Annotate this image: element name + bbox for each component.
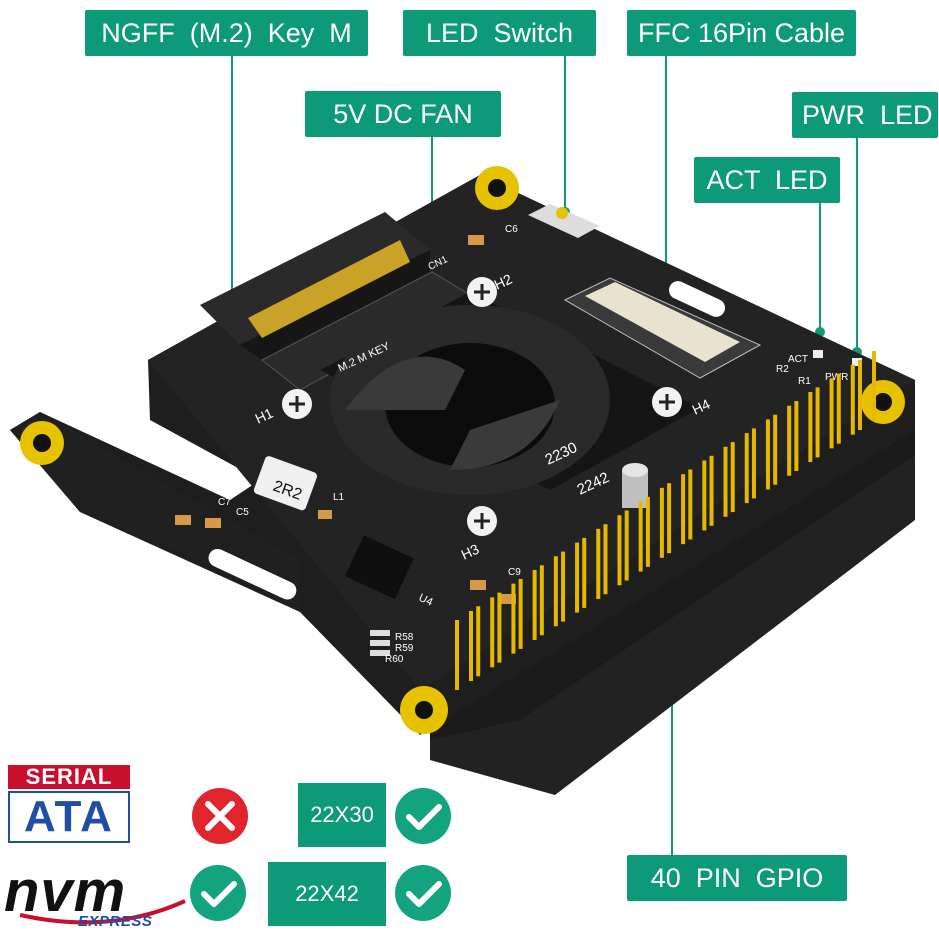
gpio-pin xyxy=(815,387,820,458)
m2-connector xyxy=(200,212,430,360)
nvm-swoosh xyxy=(19,899,186,925)
silk-c7: C7 xyxy=(218,497,231,508)
nvme-logo: nvm EXPRESS xyxy=(0,859,190,935)
gpio-pin xyxy=(596,528,601,599)
silk-c9: C9 xyxy=(508,567,521,578)
check-icon xyxy=(395,788,451,844)
gpio-pin xyxy=(723,446,728,517)
ssd-size-2242: 22X42 xyxy=(268,862,386,926)
silk-h3: H3 xyxy=(459,541,482,563)
silk-c5: C5 xyxy=(236,507,249,518)
gpio-pin xyxy=(455,620,459,690)
silk-r58: R58 xyxy=(395,632,414,643)
silk-r59: R59 xyxy=(395,643,414,654)
silk-act: ACT xyxy=(788,354,808,365)
led-switch-label: LED Switch xyxy=(403,10,596,56)
standoff xyxy=(622,463,648,508)
gpio-pin xyxy=(490,597,495,668)
ssd-size-2230: 22X30 xyxy=(298,783,386,847)
silk-c6: C6 xyxy=(505,224,518,235)
ngff-m2-label: NGFF (M.2) Key M xyxy=(85,10,368,56)
gpio-pin xyxy=(638,501,643,572)
ffc-cable-label: FFC 16Pin Cable xyxy=(627,10,856,56)
gpio-pin xyxy=(518,578,523,649)
check-icon xyxy=(190,865,246,921)
cross-icon xyxy=(192,788,248,844)
gpio-pin xyxy=(773,414,778,485)
nvme-logo-express: EXPRESS xyxy=(78,913,153,930)
silk-h1: H1 xyxy=(253,405,276,427)
check-icon xyxy=(395,865,451,921)
silk-r60: R60 xyxy=(385,654,404,665)
gpio-pin xyxy=(688,469,693,540)
silk-u4: U4 xyxy=(417,592,435,609)
fan-label: 5V DC FAN xyxy=(305,91,501,137)
status-leds xyxy=(813,350,862,366)
gpio-pin xyxy=(730,442,735,513)
gpio-pin xyxy=(751,428,756,499)
gpio-pin xyxy=(858,360,862,430)
components xyxy=(175,235,516,656)
gpio-pin xyxy=(476,606,481,677)
gpio-pin xyxy=(808,392,813,463)
gpio-pin xyxy=(702,460,707,531)
silk-r2: R2 xyxy=(776,364,789,375)
gpio-pin xyxy=(787,405,792,476)
gpio-pin xyxy=(765,419,770,490)
gpio-pin xyxy=(829,378,834,449)
gpio-pin xyxy=(575,542,580,613)
gpio-pin xyxy=(497,592,502,663)
sata-logo: SERIAL ATA xyxy=(8,765,130,843)
gpio-pin xyxy=(659,487,664,558)
gpio-pin xyxy=(744,433,749,504)
gpio-pin xyxy=(582,537,587,608)
gpio-pin xyxy=(532,569,537,640)
silk-r1: R1 xyxy=(798,376,811,387)
screws xyxy=(282,277,682,536)
act-led-label: ACT LED xyxy=(694,157,840,203)
sata-logo-top: SERIAL xyxy=(8,765,130,789)
gpio-pin xyxy=(617,515,622,586)
silk-pwr: PWR xyxy=(825,372,848,383)
gpio-pin xyxy=(850,364,855,435)
silk-h2: H2 xyxy=(492,271,515,293)
sata-logo-bottom: ATA xyxy=(8,791,130,843)
silk-h4: H4 xyxy=(690,396,713,418)
ssd-size-label: 22X42 xyxy=(295,881,359,906)
gpio-pins xyxy=(455,351,876,690)
gpio-pin xyxy=(561,551,566,622)
silk-l1: L1 xyxy=(333,492,345,503)
gpio-pin xyxy=(511,583,516,654)
led-switch xyxy=(528,204,600,238)
gpio-pin xyxy=(794,401,799,472)
gpio-pin xyxy=(709,455,714,526)
gpio-pin xyxy=(645,496,650,567)
gpio-pin xyxy=(872,351,876,421)
gpio-pin xyxy=(553,556,558,627)
gpio-label: 40 PIN GPIO xyxy=(627,855,847,901)
nvme-logo-text: nvm xyxy=(4,859,127,924)
fan xyxy=(320,292,700,495)
gpio-pin xyxy=(681,474,686,545)
ffc-connector xyxy=(563,277,762,379)
pwr-led-label: PWR LED xyxy=(792,92,938,138)
gpio-pin xyxy=(836,373,841,444)
gpio-pin xyxy=(469,611,473,681)
ssd-size-label: 22X30 xyxy=(310,802,374,827)
gpio-pin xyxy=(667,483,672,554)
gpio-pin xyxy=(603,524,608,595)
gpio-pin xyxy=(539,565,544,636)
gpio-pin xyxy=(624,510,629,581)
